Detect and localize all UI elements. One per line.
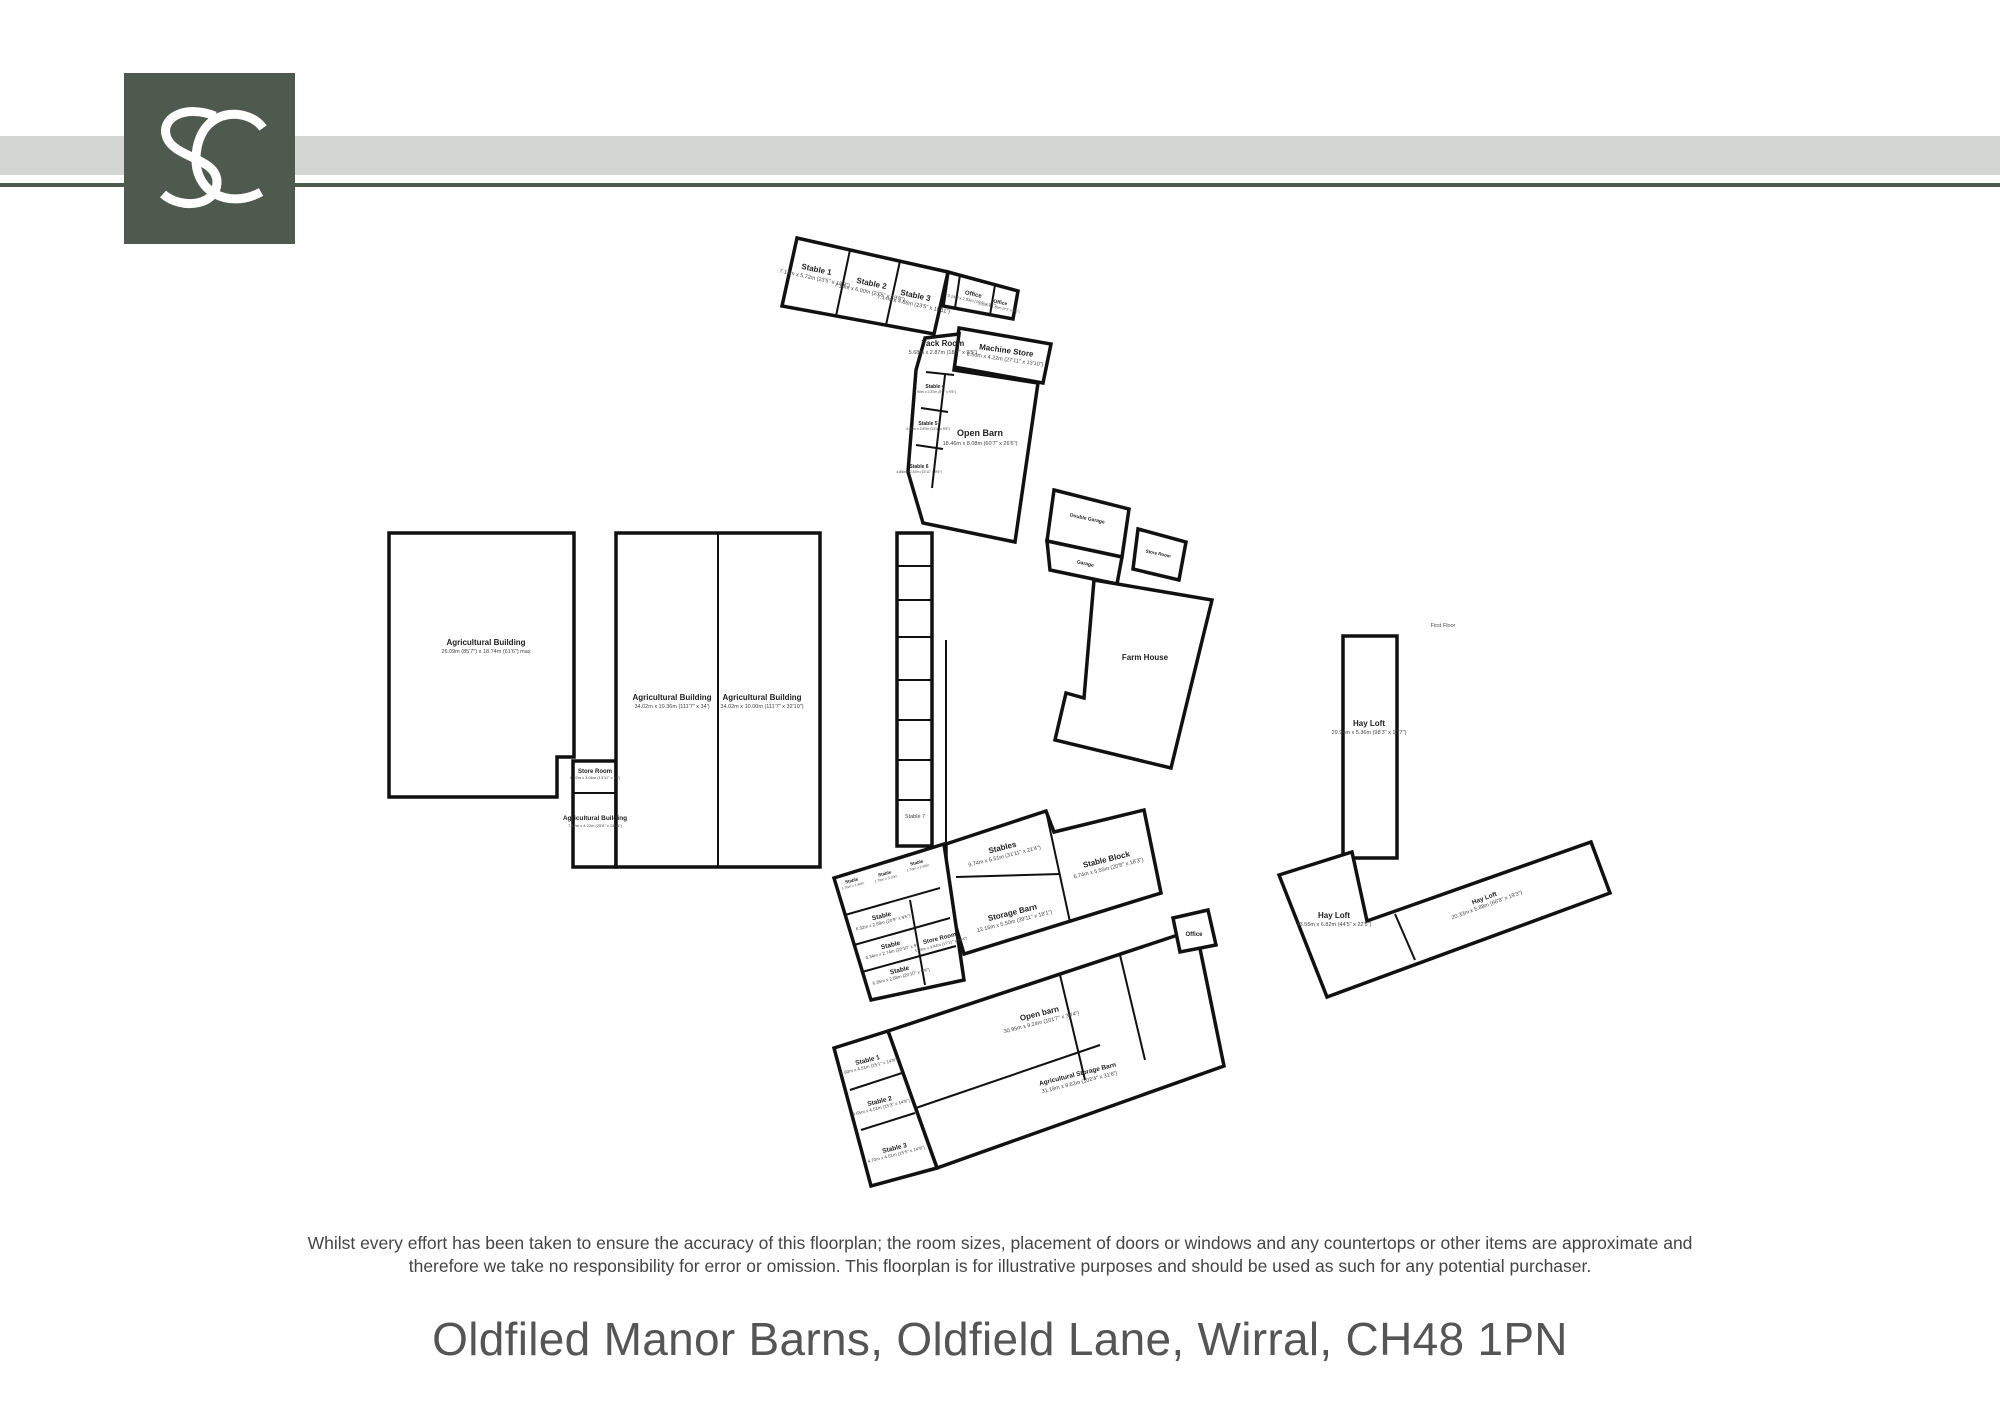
room-dims: 1.76m x 3.10m (874, 874, 898, 884)
room-name: Agricultural Building (722, 693, 801, 702)
room-name: Tack Room (922, 339, 965, 348)
store-room-building (1131, 526, 1189, 583)
room-dims: 34.02m x 10.36m (111'7" x 34') (634, 704, 709, 710)
room-dims: 5.68m x 2.87m (18'7" x 9'5") (909, 350, 978, 356)
farm-house-building (1052, 577, 1215, 771)
hay-loft-vertical (1341, 634, 1399, 860)
office-strip (941, 269, 1021, 322)
room-dims: 18.46m x 8.08m (60'7" x 26'6") (943, 441, 1018, 447)
room-dims: 26.09m (85'7") x 18.74m (61'6") max (441, 649, 530, 655)
room-dims: 4.22m x 3.06m (13'11" x 10') (570, 775, 621, 780)
room-name: Stable 5 (918, 421, 937, 427)
small-stables-building (831, 841, 966, 1003)
room-name: Open Barn (957, 428, 1003, 438)
room-dims: 1.76m x 1.60m (841, 881, 865, 891)
stables-strip-building (831, 1028, 940, 1189)
room-dims: 29.94m x 5.36m (98'3" x 17'7") (1332, 730, 1407, 736)
room-name: Stable 7 (905, 814, 925, 820)
room-name: Stable (877, 869, 892, 877)
room-name: Hay Loft (1353, 719, 1385, 728)
room-name: Agricultural Building (446, 638, 525, 647)
room-name: Office (964, 290, 983, 300)
room-name: Stable (880, 940, 901, 952)
room-name: Store Room (578, 769, 612, 775)
sc-monogram-icon (159, 106, 267, 208)
room-dims: 1.76m x 2.65m (906, 863, 930, 873)
room-name: Farm House (1122, 653, 1169, 662)
brand-logo (124, 73, 295, 244)
agricultural-building-left (387, 531, 576, 799)
room-name: Agricultural Building (563, 815, 627, 822)
room-name: Office (1185, 932, 1203, 938)
property-address: Oldfiled Manor Barns, Oldfield Lane, Wir… (432, 1313, 1568, 1365)
room-name: Store Room (1145, 548, 1171, 558)
room-dims: 4.06m x 2.87m (13'4" x 9'5") (906, 427, 950, 431)
room-dims: 4.85m x 2.87m (15'11" x 9'5") (896, 470, 941, 474)
room-name: Hay Loft (1318, 911, 1350, 920)
room-dims: 7.82m x 4.22m (25'8" x 13'11") (568, 823, 623, 828)
room-name: Stable (871, 911, 892, 923)
stables-top-building (779, 235, 951, 337)
stables-column-building (895, 531, 934, 848)
room-name: Stable (909, 858, 924, 866)
disclaimer-text: Whilst every effort has been taken to en… (307, 1233, 1693, 1276)
room-name: Stable (844, 876, 859, 884)
header-band (0, 136, 2000, 175)
room-name: Agricultural Building (632, 693, 711, 702)
room-name: Garage (1076, 559, 1094, 568)
open-barn-building (906, 331, 1040, 545)
room-dims: 34.02m x 10.00m (111'7" x 32'10") (720, 704, 803, 710)
room-name: Stable (889, 965, 910, 977)
stall-dividers (897, 565, 932, 801)
store-room-small-building (571, 759, 618, 869)
room-name: Stable 6 (909, 464, 928, 470)
room-name: Office (993, 299, 1008, 308)
room-dims: 2.90m x 2.87m (9'6" x 9'5") (914, 390, 956, 394)
header-rule (0, 183, 2000, 187)
room-dims: 13.55m x 6.82m (44'5" x 22'5") (1297, 922, 1372, 928)
office-small-building (1170, 907, 1219, 955)
room-name: Stable 4 (925, 384, 944, 390)
first-floor-label: First Floor (1431, 623, 1456, 629)
hay-loft-l-building (1276, 839, 1613, 1000)
